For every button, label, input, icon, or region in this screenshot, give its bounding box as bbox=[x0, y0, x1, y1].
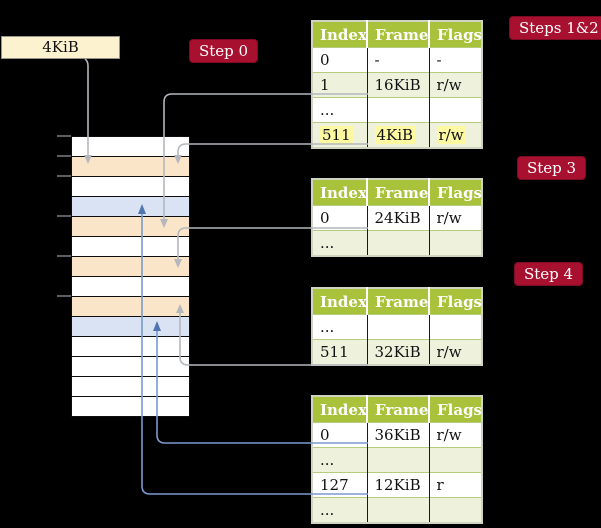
table-row: 0 - - bbox=[312, 47, 482, 73]
memory-frame-row bbox=[72, 197, 189, 217]
flags-cell bbox=[429, 230, 482, 256]
table-header-row: Index Frame Flags bbox=[312, 179, 482, 206]
index-cell: ... bbox=[312, 97, 368, 123]
table-row: ... bbox=[312, 97, 482, 123]
table-header-row: Index Frame Flags bbox=[312, 21, 482, 48]
flags-cell bbox=[429, 314, 482, 340]
table-row: 1 16KiB r/w bbox=[312, 72, 482, 98]
frame-cell: 4KiB bbox=[367, 122, 430, 148]
flags-cell: r/w bbox=[429, 205, 482, 231]
memory-frame-row bbox=[72, 317, 189, 337]
flags-cell: r/w bbox=[429, 422, 482, 448]
frame-cell: 36KiB bbox=[367, 422, 430, 448]
flags-cell bbox=[429, 447, 482, 473]
frame-cell: 24KiB bbox=[367, 205, 430, 231]
table-header-row: Index Frame Flags bbox=[312, 396, 482, 423]
memory-frame-row bbox=[72, 157, 189, 177]
column-header-flags: Flags bbox=[429, 396, 482, 423]
memory-frame-row bbox=[72, 177, 189, 197]
page-table-bottom: Index Frame Flags 0 36KiB r/w ... 127 12… bbox=[311, 395, 483, 524]
frame-cell: 16KiB bbox=[367, 72, 430, 98]
memory-frame-row bbox=[72, 337, 189, 357]
highlighted-value: r/w bbox=[436, 126, 466, 144]
column-header-index: Index bbox=[312, 288, 368, 315]
table-row: ... bbox=[312, 447, 482, 473]
column-header-index: Index bbox=[312, 396, 368, 423]
table-row-highlighted: 511 4KiB r/w bbox=[312, 122, 482, 148]
frame-cell bbox=[367, 97, 430, 123]
flags-cell: r/w bbox=[429, 122, 482, 148]
step-0-badge: Step 0 bbox=[189, 39, 259, 63]
page-table-step-3: Index Frame Flags 0 24KiB r/w ... bbox=[311, 178, 483, 257]
memory-frame-row bbox=[72, 237, 189, 257]
index-cell: 0 bbox=[312, 422, 368, 448]
frame-cell bbox=[367, 230, 430, 256]
index-cell: ... bbox=[312, 447, 368, 473]
column-header-index: Index bbox=[312, 21, 368, 48]
page-table-step-4: Index Frame Flags ... 511 32KiB r/w bbox=[311, 287, 483, 366]
column-header-frame: Frame bbox=[367, 179, 430, 206]
page-size-label: 4KiB bbox=[1, 36, 120, 59]
frame-cell bbox=[367, 447, 430, 473]
index-cell: 0 bbox=[312, 205, 368, 231]
table-row: ... bbox=[312, 497, 482, 523]
frame-cell bbox=[367, 497, 430, 523]
column-header-index: Index bbox=[312, 179, 368, 206]
memory-frame-row bbox=[72, 217, 189, 237]
frame-cell: - bbox=[367, 47, 430, 73]
index-cell: 0 bbox=[312, 47, 368, 73]
column-header-frame: Frame bbox=[367, 396, 430, 423]
step-3-badge: Step 3 bbox=[517, 156, 587, 180]
flags-cell: - bbox=[429, 47, 482, 73]
memory-frame-row bbox=[72, 377, 189, 397]
physical-memory-column bbox=[71, 136, 190, 417]
index-cell: 127 bbox=[312, 472, 368, 498]
table-row: 511 32KiB r/w bbox=[312, 339, 482, 365]
flags-cell: r/w bbox=[429, 339, 482, 365]
memory-frame-row bbox=[72, 397, 189, 416]
memory-frame-row bbox=[72, 137, 189, 157]
steps-1-2-badge: Steps 1&2 bbox=[509, 16, 601, 40]
column-header-flags: Flags bbox=[429, 288, 482, 315]
page-table-steps-1-2: Index Frame Flags 0 - - 1 16KiB r/w ... bbox=[311, 20, 483, 149]
column-header-frame: Frame bbox=[367, 288, 430, 315]
column-header-frame: Frame bbox=[367, 21, 430, 48]
index-cell: 511 bbox=[312, 339, 368, 365]
step-4-badge: Step 4 bbox=[514, 262, 584, 286]
column-header-flags: Flags bbox=[429, 179, 482, 206]
table-row: ... bbox=[312, 230, 482, 256]
memory-frame-row bbox=[72, 257, 189, 277]
highlighted-value: 511 bbox=[320, 126, 353, 144]
index-cell: ... bbox=[312, 314, 368, 340]
flags-cell bbox=[429, 97, 482, 123]
index-cell: ... bbox=[312, 497, 368, 523]
table-header-row: Index Frame Flags bbox=[312, 288, 482, 315]
table-row: 0 24KiB r/w bbox=[312, 205, 482, 231]
flags-cell: r bbox=[429, 472, 482, 498]
memory-frame-row bbox=[72, 297, 189, 317]
table-row: 127 12KiB r bbox=[312, 472, 482, 498]
index-cell: ... bbox=[312, 230, 368, 256]
column-header-flags: Flags bbox=[429, 21, 482, 48]
memory-frame-row bbox=[72, 357, 189, 377]
frame-cell bbox=[367, 314, 430, 340]
highlighted-value: 4KiB bbox=[374, 126, 416, 144]
frame-cell: 12KiB bbox=[367, 472, 430, 498]
table-row: ... bbox=[312, 314, 482, 340]
flags-cell bbox=[429, 497, 482, 523]
index-cell: 1 bbox=[312, 72, 368, 98]
index-cell: 511 bbox=[312, 122, 368, 148]
table-row: 0 36KiB r/w bbox=[312, 422, 482, 448]
flags-cell: r/w bbox=[429, 72, 482, 98]
frame-cell: 32KiB bbox=[367, 339, 430, 365]
memory-frame-row bbox=[72, 277, 189, 297]
